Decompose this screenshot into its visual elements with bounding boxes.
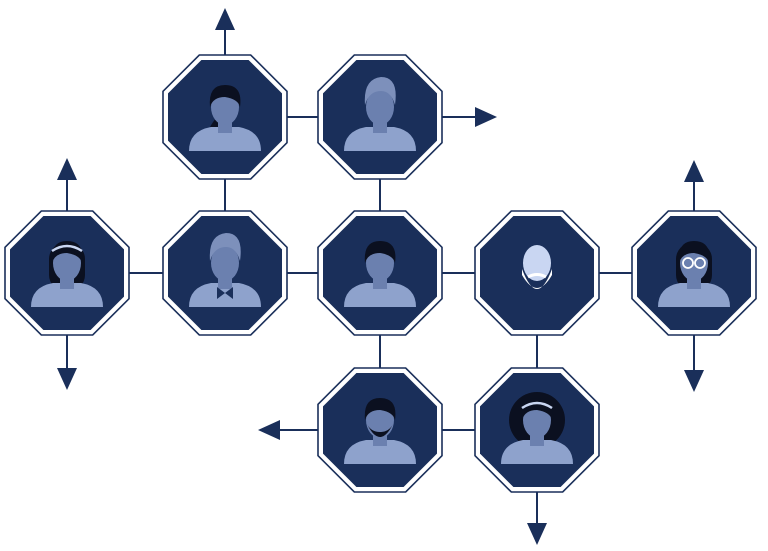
bowtie-icon (217, 287, 233, 299)
headband (51, 244, 83, 253)
beard (367, 424, 393, 437)
shoulders (501, 440, 573, 464)
arrowhead-icon (684, 160, 704, 182)
shoulders (658, 283, 730, 307)
man-beard-icon (522, 245, 552, 289)
headband (521, 401, 553, 410)
person-node (317, 54, 443, 180)
man-short-hair-icon (344, 241, 416, 307)
person-node (631, 210, 757, 336)
man-quiff-icon (344, 77, 416, 151)
shoulders (31, 283, 103, 307)
man-bowtie-icon (189, 233, 261, 307)
glasses-icon (682, 257, 694, 269)
arrowhead-icon (475, 107, 497, 127)
glasses-icon (694, 257, 706, 269)
person-node (317, 367, 443, 493)
arrowhead-icon (258, 420, 280, 440)
nodes-layer (4, 54, 757, 493)
woman-glasses-icon (658, 241, 730, 307)
hair (209, 85, 241, 107)
person-node (162, 54, 288, 180)
person-node (317, 210, 443, 336)
arrowhead-icon (215, 8, 235, 30)
shoulders (344, 127, 416, 151)
shoulders (344, 440, 416, 464)
face (366, 89, 394, 125)
woman-curly-hair-icon (501, 392, 573, 464)
face (523, 245, 551, 281)
hair (364, 77, 396, 105)
hair (364, 241, 396, 263)
arrowhead-icon (684, 370, 704, 392)
woman-headband-long-hair-icon (31, 241, 103, 307)
person-node (4, 210, 130, 336)
shoulders (344, 283, 416, 307)
person-node (474, 210, 600, 336)
shoulders (189, 283, 261, 307)
beard (522, 269, 552, 289)
face (211, 245, 239, 281)
shoulders (189, 127, 261, 151)
arrowhead-icon (57, 158, 77, 180)
person-node (474, 367, 600, 493)
hair (364, 398, 396, 420)
hair (678, 241, 710, 263)
hair (209, 233, 241, 261)
moustache (527, 273, 547, 279)
woman-ponytail-icon (189, 85, 261, 151)
arrowhead-icon (527, 523, 547, 545)
arrowhead-icon (57, 368, 77, 390)
man-beard-short-icon (344, 398, 416, 464)
person-node (162, 210, 288, 336)
